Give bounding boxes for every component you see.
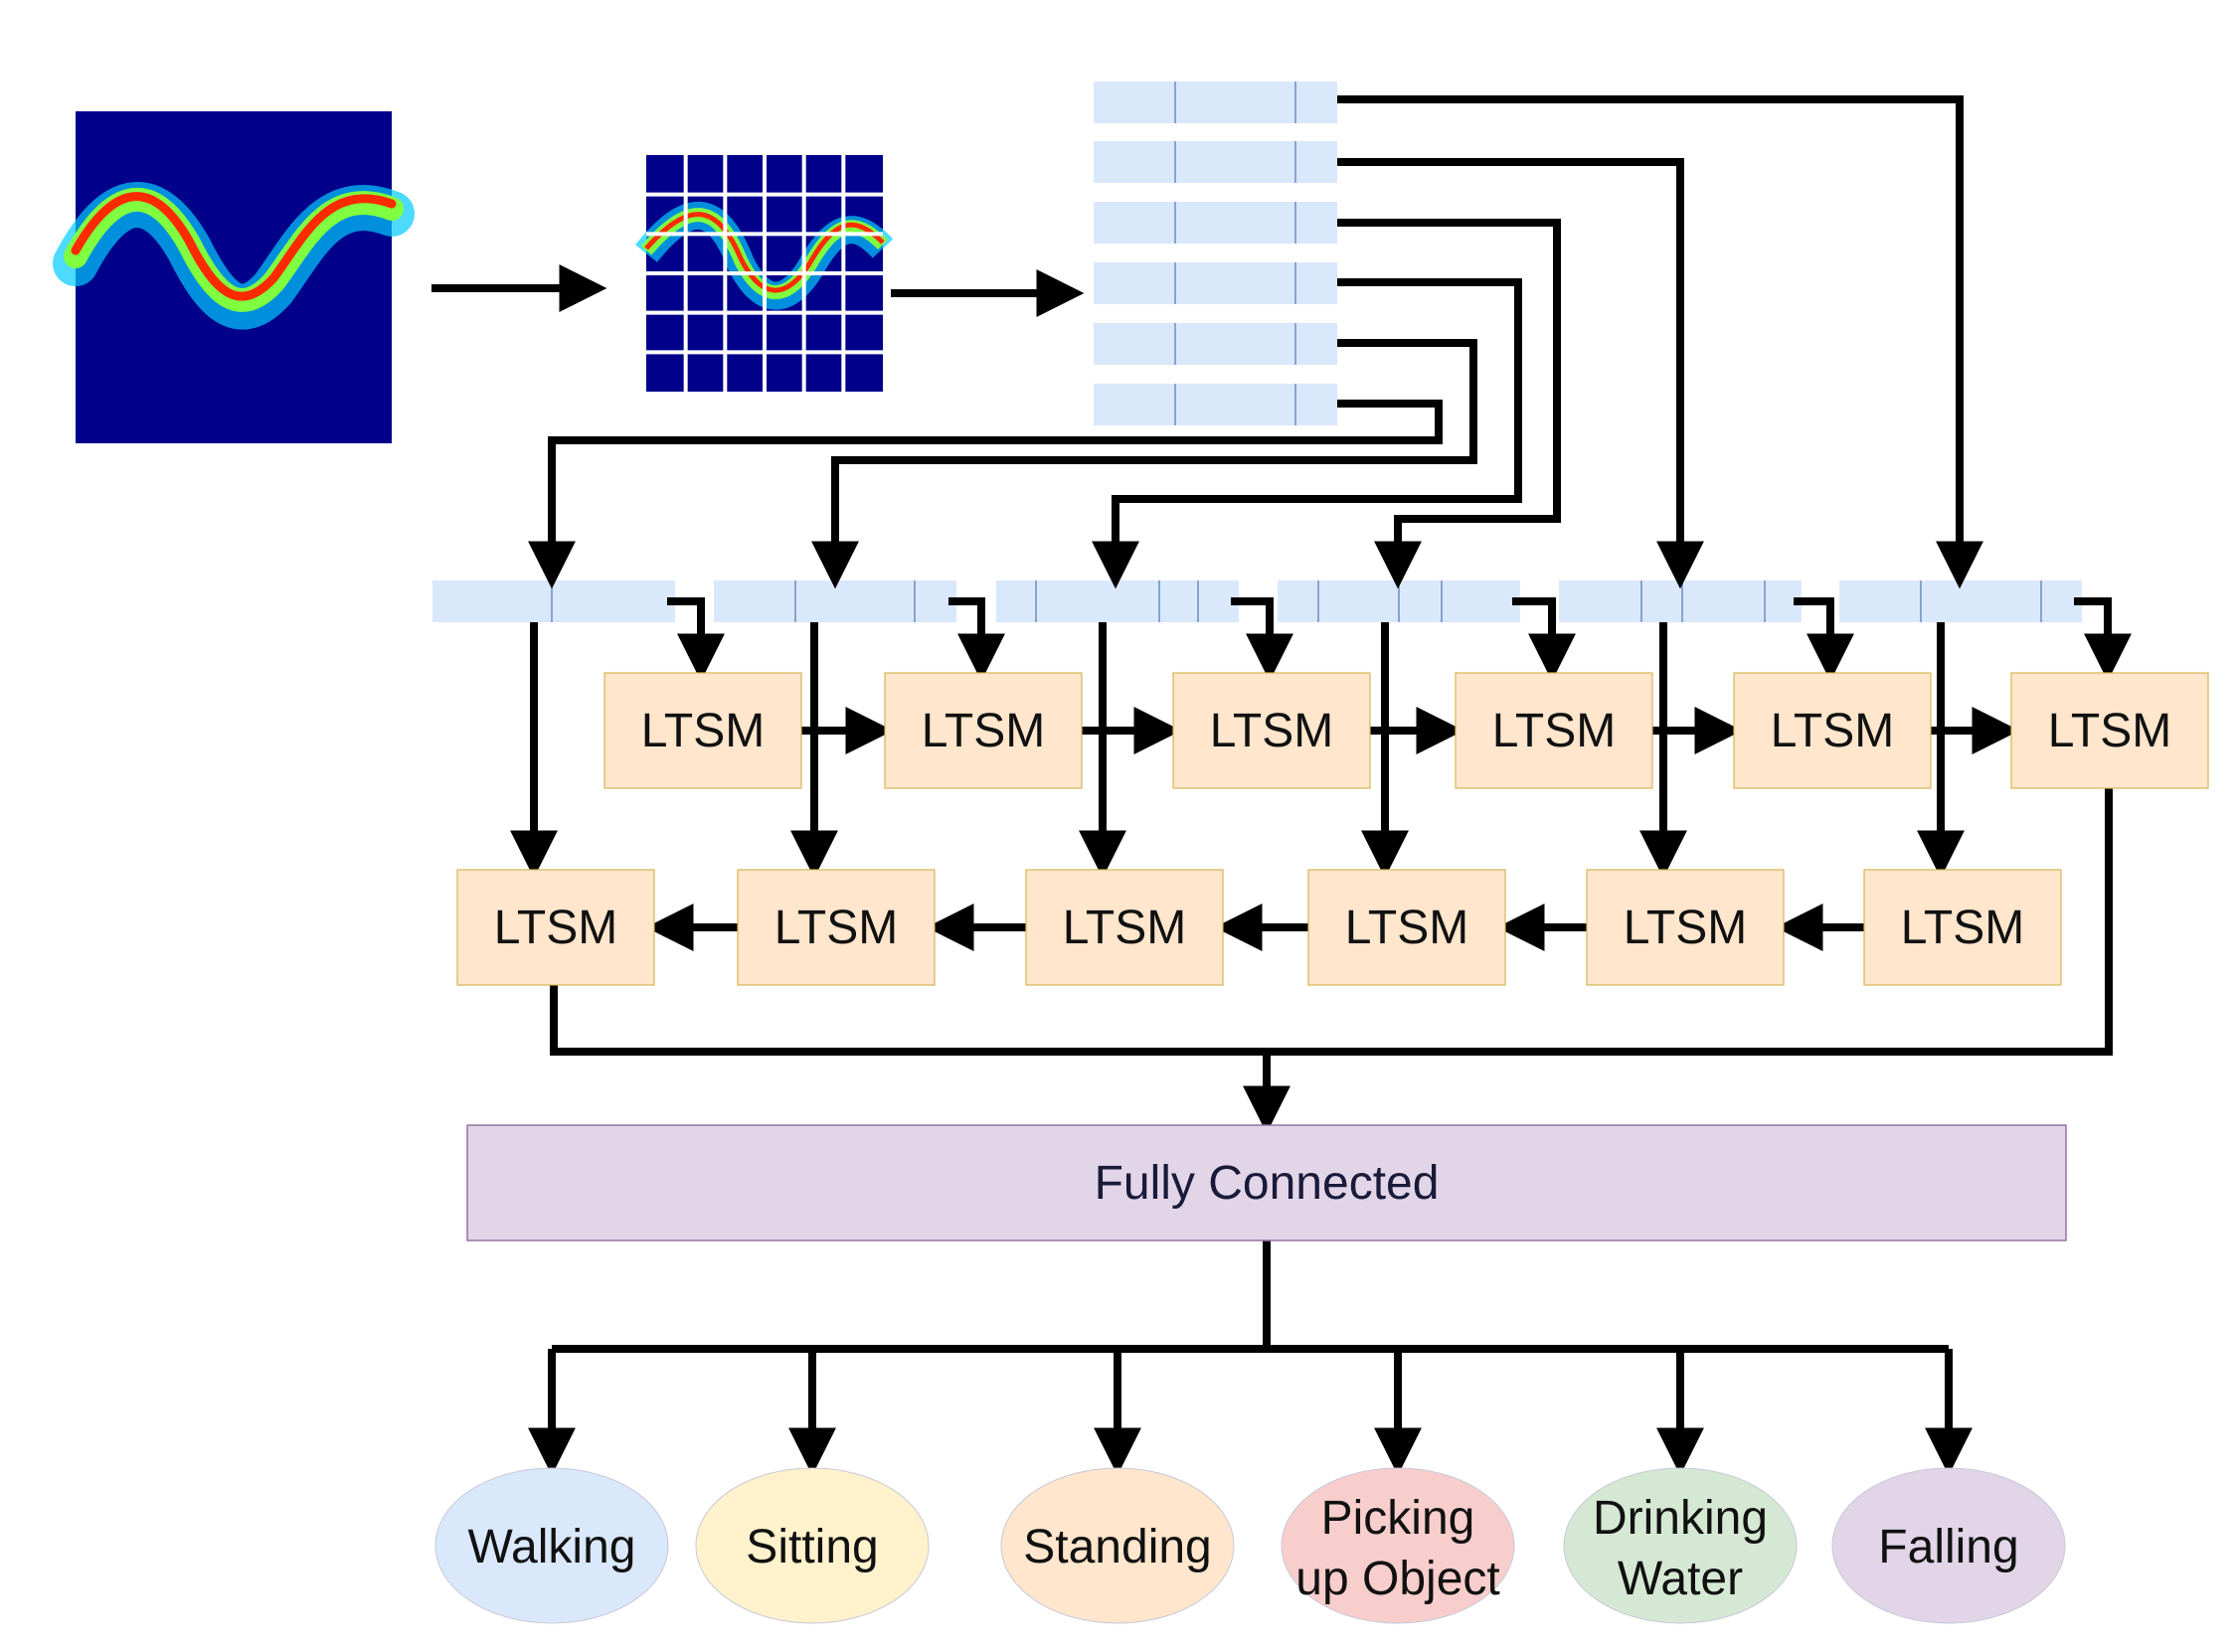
forward-lstm-2-label: LTSM [922,705,1045,757]
forward-lstm-4: LTSM [1455,672,1653,789]
forward-lstm-2: LTSM [884,672,1083,789]
wire-token-to-forward-1 [667,597,725,682]
class-3: Standing [1000,1467,1235,1624]
wire-patch-3 [1337,219,1561,589]
backward-lstm-row: LTSM LTSM LTSM LTSM LTSM LTSM [456,869,2062,986]
class-4-label-1: Picking [1321,1492,1475,1545]
backward-lstm-5-label: LTSM [1624,902,1747,954]
token-row-1 [432,580,675,622]
class-2-label-1: Sitting [746,1521,878,1573]
forward-lstm-6: LTSM [2010,672,2209,789]
class-4-label-2: up Object [1295,1553,1499,1605]
wire-patch-5 [811,339,1477,589]
backward-lstm-3-label: LTSM [1063,902,1186,954]
wire-patch-6 [528,400,1443,589]
class-2: Sitting [695,1467,930,1624]
output-classes: Walking Sitting Standing Picking up Object Dr… [434,1467,2066,1624]
wire-patch-4 [1092,278,1522,589]
input-spectrogram [53,111,415,443]
patched-spectrogram [635,155,894,392]
wire-token-to-forward-3 [1231,597,1293,682]
backward-lstm-6-label: LTSM [1901,902,2024,954]
forward-lstm-1-label: LTSM [641,705,765,757]
backward-lstm-2: LTSM [737,869,936,986]
patch-row-6 [1094,384,1337,425]
class-6-label-1: Falling [1878,1521,2018,1573]
forward-lstm-3-label: LTSM [1210,705,1333,757]
wire-token-to-forward-2 [948,597,1005,682]
wire-token-to-forward-5 [1794,597,1854,682]
wire-patch-1 [1337,95,1983,589]
class-1: Walking [434,1467,669,1624]
class-5-label-2: Water [1618,1553,1743,1605]
class-1-label-1: Walking [468,1521,636,1573]
patch-row-4 [1094,262,1337,304]
backward-lstm-1: LTSM [456,869,655,986]
backward-lstm-1-label: LTSM [494,902,617,954]
class-3-label-1: Standing [1023,1521,1212,1573]
forward-lstm-5-label: LTSM [1771,705,1894,757]
fully-connected-label: Fully Connected [1095,1157,1440,1210]
backward-lstm-4-label: LTSM [1345,902,1468,954]
class-4: Picking up Object [1281,1467,1515,1624]
backward-lstm-3: LTSM [1025,869,1224,986]
patch-row-5 [1094,323,1337,365]
wire-token-to-forward-4 [1512,597,1576,682]
patch-row-1 [1094,82,1337,123]
backward-lstm-2-label: LTSM [774,902,898,954]
backward-lstm-5: LTSM [1586,869,1785,986]
forward-lstm-6-label: LTSM [2048,705,2171,757]
wire-forward-to-fc [1267,788,2113,1056]
token-row-3 [996,580,1239,622]
forward-lstm-4-label: LTSM [1492,705,1616,757]
backward-lstm-6: LTSM [1863,869,2062,986]
wire-backward-to-fc [550,985,1290,1134]
patch-sequence [1094,82,1337,425]
forward-lstm-5: LTSM [1733,672,1932,789]
class-6: Falling [1831,1467,2066,1624]
forward-lstm-3: LTSM [1172,672,1371,789]
patch-row-3 [1094,202,1337,244]
token-row-6 [1839,580,2082,622]
patch-row-2 [1094,141,1337,183]
forward-lstm-row: LTSM LTSM LTSM LTSM LTSM LTSM [603,672,2209,789]
backward-lstm-4: LTSM [1307,869,1506,986]
forward-lstm-1: LTSM [603,672,802,789]
wire-token-to-forward-6 [2074,597,2132,682]
wire-patch-2 [1337,158,1704,589]
class-5-label-1: Drinking [1593,1492,1768,1545]
token-row-2 [714,580,956,622]
connections [431,95,2132,1476]
fully-connected-layer: Fully Connected [466,1124,2067,1241]
